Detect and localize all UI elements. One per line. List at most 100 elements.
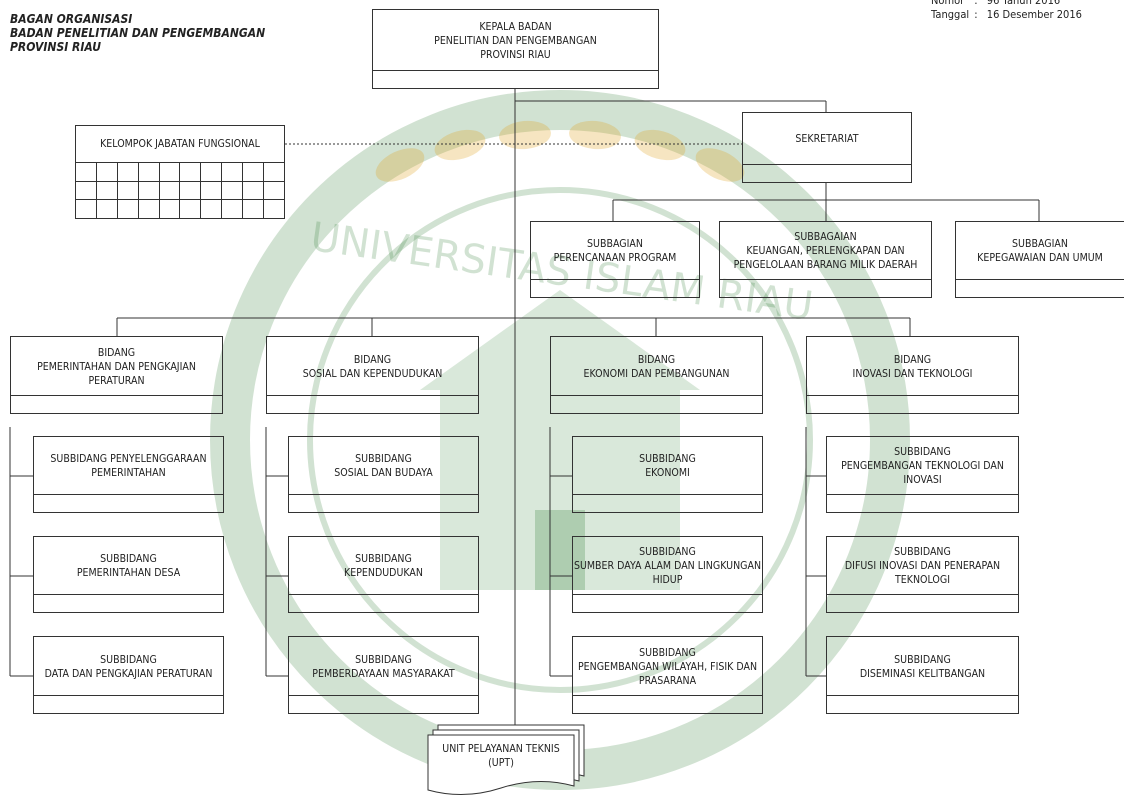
unit-label-line: SUMBER DAYA ALAM DAN LINGKUNGAN	[573, 559, 762, 572]
unit-label-line: HIDUP	[652, 573, 683, 586]
unit-label-line: SUBBIDANG	[639, 645, 696, 659]
tanggal-value: 16 Desember 2016	[986, 8, 1082, 21]
unit-label-line: PENGEMBANGAN WILAYAH, FISIK DAN	[577, 659, 758, 673]
unit-label-line: BIDANG	[893, 352, 932, 366]
unit-label-line: KEPEGAWAIAN DAN UMUM	[977, 251, 1103, 264]
nomor-value: 96 Tahun 2016	[986, 0, 1061, 7]
unit-label-line: SUBBAGAIAN	[794, 230, 857, 243]
unit-label-line: SOSIAL DAN KEPENDUDUKAN	[302, 366, 443, 380]
unit-label-line: SUBBAGIAN	[587, 237, 643, 250]
unit-label-line: INOVASI DAN TEKNOLOGI	[852, 366, 973, 380]
unit-label-line: KEPALA BADAN	[479, 19, 552, 33]
unit-label-line: BIDANG	[637, 352, 676, 366]
unit-label-line: PEMBERDAYAAN MASYARAKAT	[312, 666, 455, 680]
unit-label-line: SUBBIDANG	[639, 545, 696, 558]
unit-label-line: (UPT)	[488, 756, 514, 769]
unit-label-line: KEPENDUDUKAN	[344, 566, 423, 579]
unit-label-line: PEMERINTAHAN DAN PENGKAJIAN	[37, 359, 196, 373]
unit-label-line: INOVASI	[903, 473, 942, 486]
unit-label-line: SUBBIDANG	[355, 452, 412, 465]
unit-label-line: PENGEMBANGAN TEKNOLOGI DAN	[841, 459, 1004, 472]
unit-label-line: SUBBIDANG	[355, 552, 412, 565]
unit-label-line: SUBBIDANG	[355, 652, 412, 666]
unit-label-line: PENELITIAN DAN PENGEMBANGAN	[434, 33, 597, 47]
unit-label-line: SUBBIDANG	[894, 652, 951, 666]
unit-label-line: EKONOMI DAN PEMBANGUNAN	[583, 366, 730, 380]
unit-label-line: UNIT PELAYANAN TEKNIS	[442, 742, 560, 755]
unit-label-line: DIFUSI INOVASI DAN PENERAPAN	[844, 559, 1001, 572]
unit-label-line: SUBBIDANG	[894, 445, 951, 458]
separator: :	[974, 0, 978, 7]
upt-document-stack-icon	[427, 724, 585, 796]
unit-label: KELOMPOK JABATAN FUNGSIONAL	[91, 126, 270, 162]
chart-title-line: BAGAN ORGANISASI	[10, 12, 133, 26]
unit-label-line: KELOMPOK JABATAN FUNGSIONAL	[100, 137, 260, 150]
unit-label-line: SEKRETARIAT	[795, 132, 859, 145]
unit-label-line: EKONOMI	[645, 466, 690, 479]
unit-label-line: PERENCANAAN PROGRAM	[553, 251, 677, 264]
chart-title-line: BADAN PENELITIAN DAN PENGEMBANGAN	[10, 26, 266, 40]
unit-label-line: PEMERINTAHAN DESA	[76, 566, 181, 579]
unit-label-line: SOSIAL DAN BUDAYA	[334, 466, 433, 479]
unit-upt: UNIT PELAYANAN TEKNIS(UPT)	[428, 735, 574, 785]
unit-sekretariat: SEKRETARIAT	[742, 112, 912, 183]
unit-label-line: PEMERINTAHAN	[91, 466, 166, 479]
chart-title: BAGAN ORGANISASI BADAN PENELITIAN DAN PE…	[10, 12, 265, 54]
tanggal-label: Tanggal	[931, 8, 970, 21]
unit-label-line: PRASARANA	[638, 673, 697, 687]
decree-reference: Nomor : 96 Tahun 2016 Tanggal : 16 Desem…	[931, 0, 1082, 22]
unit-label-line: SUBBIDANG PENYELENGGARAAN	[50, 452, 207, 465]
nomor-label: Nomor	[931, 0, 965, 7]
unit-label-line: BIDANG	[353, 352, 392, 366]
unit-label-line: SUBBAGIAN	[1012, 237, 1068, 250]
unit-label-line: PENGELOLAAN BARANG MILIK DAERAH	[733, 258, 918, 271]
unit-label-line: BIDANG	[97, 345, 136, 359]
unit-label-line: PERATURAN	[88, 373, 145, 387]
unit-label-line: PROVINSI RIAU	[480, 47, 551, 61]
chart-title-line: PROVINSI RIAU	[10, 40, 101, 54]
unit-label-line: KEUANGAN, PERLENGKAPAN DAN	[746, 244, 905, 257]
unit-label-line: SUBBIDANG	[639, 452, 696, 465]
unit-kelompok-jabatan-fungsional: KELOMPOK JABATAN FUNGSIONAL	[75, 125, 285, 163]
unit-label-line: SUBBIDANG	[894, 545, 951, 558]
unit-label-line: SUBBIDANG	[100, 652, 157, 666]
unit-label-line: SUBBIDANG	[100, 552, 157, 565]
unit-label-line: DISEMINASI KELITBANGAN	[859, 666, 986, 680]
